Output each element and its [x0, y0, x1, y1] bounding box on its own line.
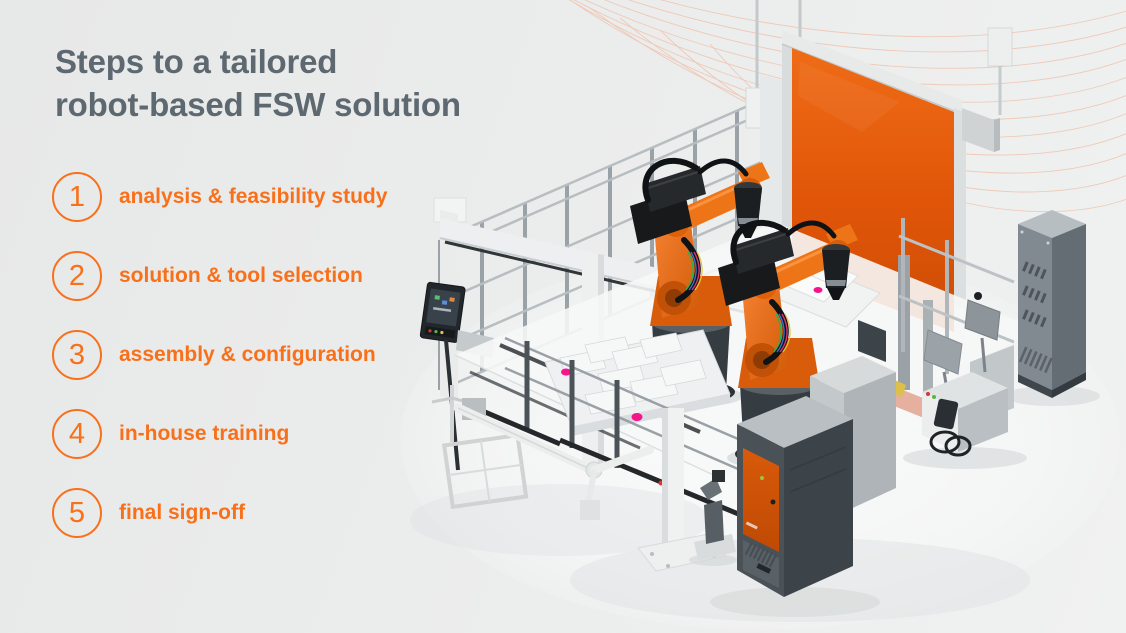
step-number: 2	[68, 259, 86, 292]
step-item-4: 4 in-house training	[52, 409, 387, 459]
step-label: analysis & feasibility study	[119, 185, 388, 208]
title-line-1: Steps to a tailored	[55, 43, 338, 80]
step-label: assembly & configuration	[119, 343, 376, 366]
step-item-1: 1 analysis & feasibility study	[52, 172, 387, 222]
step-item-5: 5 final sign-off	[52, 488, 387, 538]
page-title: Steps to a tailored robot-based FSW solu…	[55, 40, 535, 126]
step-number: 5	[68, 496, 86, 529]
electrical-cabinet	[1004, 210, 1100, 406]
step-number-badge: 2	[52, 251, 102, 301]
step-number-badge: 3	[52, 330, 102, 380]
step-number: 1	[68, 180, 86, 213]
step-number: 4	[68, 417, 86, 450]
step-number-badge: 4	[52, 409, 102, 459]
marker-dot	[631, 413, 643, 421]
step-item-3: 3 assembly & configuration	[52, 330, 387, 380]
marker-dot	[561, 368, 571, 376]
controller-cabinet	[710, 396, 880, 617]
step-number-badge: 1	[52, 172, 102, 222]
balancer-arm	[431, 385, 654, 520]
title-line-2: robot-based FSW solution	[55, 86, 461, 123]
step-label: final sign-off	[119, 501, 245, 524]
step-item-2: 2 solution & tool selection	[52, 251, 387, 301]
step-number-badge: 5	[52, 488, 102, 538]
step-label: in-house training	[119, 422, 290, 445]
marker-dot	[813, 287, 823, 293]
mini-robot	[689, 470, 737, 566]
step-number: 3	[68, 338, 86, 371]
steps-list: 1 analysis & feasibility study 2 solutio…	[52, 172, 387, 567]
hmi-panel	[419, 281, 466, 343]
step-label: solution & tool selection	[119, 264, 363, 287]
teach-pendant	[933, 398, 959, 430]
operator-station	[903, 292, 1027, 469]
